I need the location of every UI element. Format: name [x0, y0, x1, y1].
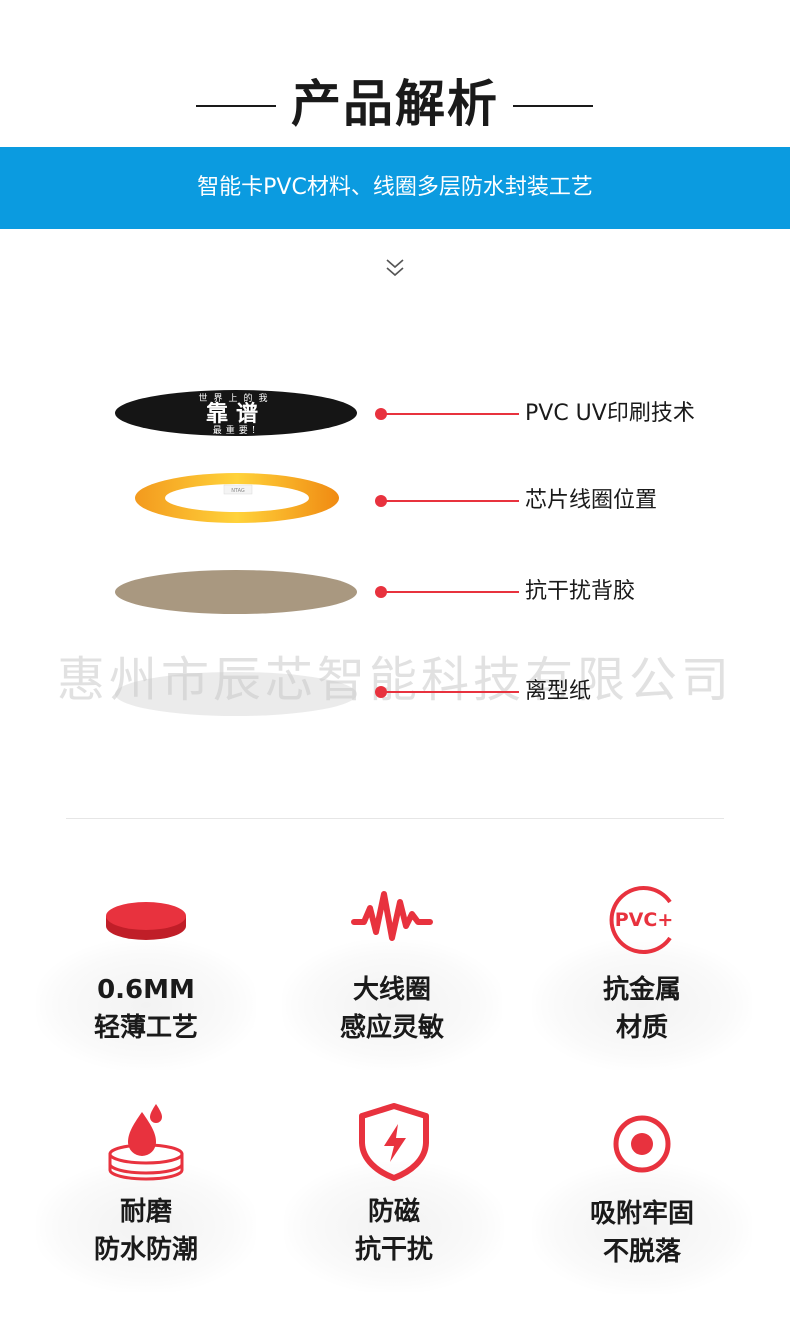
- pvc-icon-text: PVC+: [615, 909, 674, 931]
- subtitle-banner: 智能卡PVC材料、线圈多层防水封装工艺: [0, 147, 790, 229]
- layer-label: 抗干扰背胶: [525, 579, 636, 604]
- feature-title: 防磁: [367, 1197, 420, 1227]
- target-dot-icon: [613, 1115, 671, 1173]
- feature-glow: [532, 1164, 752, 1294]
- feature-glow: [284, 1162, 504, 1292]
- leader-dot: [375, 495, 387, 507]
- feature-title: 耐磨: [119, 1197, 172, 1227]
- feature-title: 0.6MM: [97, 975, 195, 1005]
- feature-adhesion: 吸附牢固 不脱落: [522, 1104, 762, 1294]
- feature-title: 大线圈: [352, 975, 431, 1005]
- page-title: 产品解析: [291, 75, 499, 133]
- layer-label-row: 离型纸: [375, 679, 775, 704]
- leader-line: [385, 413, 519, 415]
- feature-title: 抗金属: [602, 975, 681, 1005]
- card-art-main: 靠谱: [206, 401, 266, 427]
- shield-lightning-icon: [359, 1103, 429, 1181]
- feature-subtitle: 防水防潮: [93, 1235, 198, 1265]
- pulse-wave-icon: [351, 891, 433, 941]
- section-divider: [66, 818, 724, 819]
- title-left-rule: [196, 105, 276, 107]
- feature-subtitle: 轻薄工艺: [93, 1013, 198, 1043]
- water-drop-icon: [108, 1104, 184, 1181]
- banner-text: 智能卡PVC材料、线圈多层防水封装工艺: [197, 175, 593, 200]
- card-art-top: 世界上的我: [198, 392, 273, 404]
- feature-anti-metal: PVC+ 抗金属 材质: [522, 880, 762, 1070]
- leader-line: [385, 591, 519, 593]
- feature-subtitle: 感应灵敏: [339, 1013, 444, 1043]
- feature-thin: 0.6MM 轻薄工艺: [26, 880, 266, 1070]
- leader-dot: [375, 586, 387, 598]
- leader-dot: [375, 686, 387, 698]
- title-right-rule: [513, 105, 593, 107]
- chip-label: NTAG: [231, 488, 245, 494]
- double-chevron-down-icon: [386, 259, 404, 277]
- layer-label-row: 芯片线圈位置: [375, 488, 775, 513]
- leader-line: [385, 691, 519, 693]
- company-watermark: 惠州市辰芯智能科技有限公司: [56, 652, 733, 708]
- feature-subtitle: 抗干扰: [354, 1235, 433, 1265]
- layer-label: 离型纸: [525, 679, 592, 704]
- layer-label-row: 抗干扰背胶: [375, 579, 775, 604]
- layer-label-row: PVC UV印刷技术: [375, 401, 775, 426]
- red-disc-icon: [106, 902, 186, 940]
- feature-big-coil: 大线圈 感应灵敏: [272, 880, 512, 1070]
- coil-layer: NTAG: [135, 473, 339, 523]
- feature-subtitle: 材质: [615, 1013, 668, 1043]
- feature-waterproof: 耐磨 防水防潮: [26, 1102, 266, 1292]
- feature-anti-magnetic: 防磁 抗干扰: [274, 1102, 514, 1292]
- release-paper-layer: [115, 672, 357, 716]
- glue-layer: [115, 570, 357, 614]
- leader-line: [385, 500, 519, 502]
- layer-label: PVC UV印刷技术: [525, 401, 695, 426]
- section-title: 产品解析: [0, 62, 790, 142]
- printed-pvc-layer: 世界上的我 靠谱 最重要!: [115, 390, 357, 436]
- leader-dot: [375, 408, 387, 420]
- card-art-bottom: 最重要!: [213, 424, 260, 436]
- feature-glow: [282, 940, 502, 1070]
- pvc-plus-icon: PVC+: [609, 886, 674, 954]
- layer-label: 芯片线圈位置: [525, 488, 658, 513]
- feature-glow: [36, 1162, 256, 1292]
- feature-title: 吸附牢固: [589, 1199, 694, 1229]
- feature-glow: [532, 940, 752, 1070]
- feature-subtitle: 不脱落: [602, 1237, 681, 1267]
- feature-glow: [36, 940, 256, 1070]
